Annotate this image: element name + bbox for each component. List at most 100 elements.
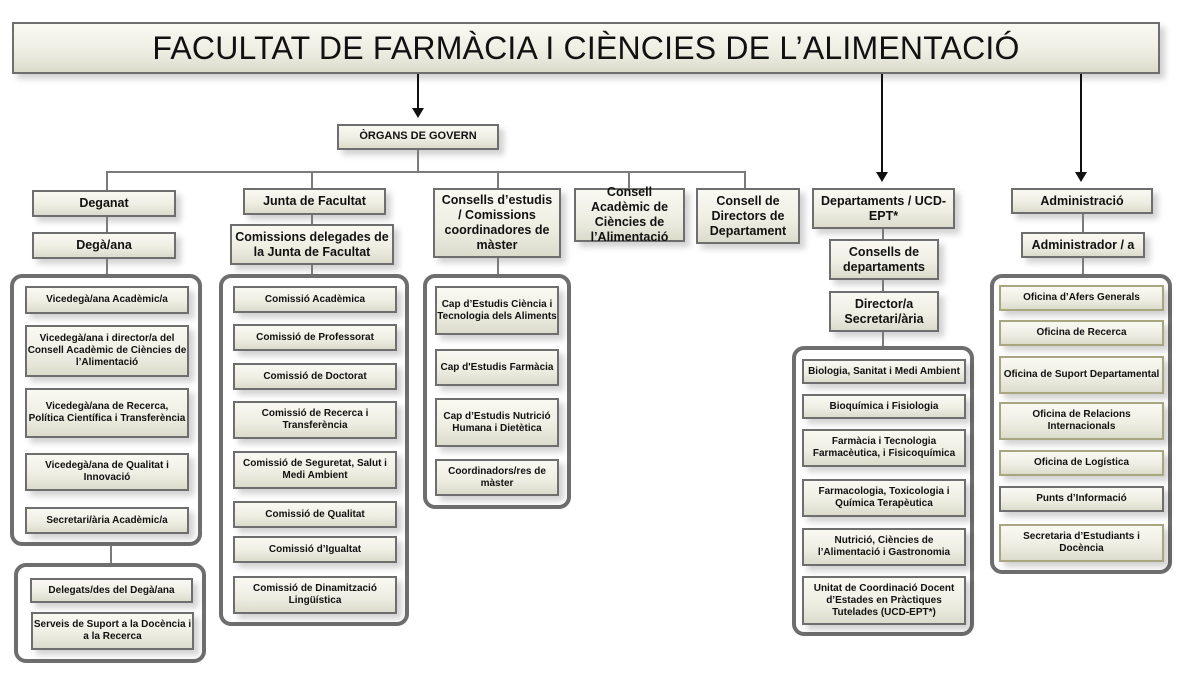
cap-estudis-item-label: Cap d'Estudis Farmàcia	[440, 361, 554, 373]
deganat-box[interactable]: Deganat	[32, 190, 176, 217]
departament-item-label: Farmàcia i Tecnologia Farmacèutica, i Fi…	[812, 436, 956, 459]
oficina-item-label: Oficina de Logística	[1033, 457, 1130, 468]
caps-estudis-group	[423, 274, 571, 509]
comissio-item-label: Comissió d’Igualtat	[268, 543, 362, 555]
consells-estudis-box[interactable]: Consells d’estudis / Comissions coordina…	[433, 188, 561, 258]
connector-consells-director	[882, 280, 884, 292]
connector-organs-down	[417, 150, 419, 172]
connector-deganat-dega	[106, 217, 108, 233]
comissio-item-label: Comissió de Doctorat	[263, 370, 367, 382]
faculty-title-text: FACULTAT DE FARMÀCIA I CIÈNCIES DE L’ALI…	[152, 29, 1020, 66]
comissions-group	[219, 274, 409, 626]
consell-directors-label: Consell de Directors de Departament	[709, 193, 787, 238]
support-item[interactable]: Serveis de Suport a la Docència i a la R…	[31, 612, 194, 650]
comissio-item[interactable]: Comissió de Doctorat	[233, 363, 397, 390]
comissio-item[interactable]: Comissió de Dinamització Lingüística	[233, 576, 397, 614]
departament-item-label: Biologia, Sanitat i Medi Ambient	[808, 365, 960, 377]
vicedega-item[interactable]: Vicedegà/ana Acadèmic/a	[25, 286, 189, 314]
comissio-item-label: Comissió Acadèmica	[264, 293, 366, 305]
cap-estudis-item[interactable]: Coordinadors/res de màster	[435, 459, 559, 496]
vicedega-item[interactable]: Vicedegà/ana de Qualitat i Innovació	[25, 453, 189, 491]
comissio-item[interactable]: Comissió de Recerca i Transferència	[233, 401, 397, 439]
vicedega-item[interactable]: Vicedegà/ana de Recerca, Política Cientí…	[25, 388, 189, 438]
administrador-box[interactable]: Administrador / a	[1021, 232, 1145, 258]
comissio-item[interactable]: Comissió de Qualitat	[233, 501, 397, 528]
vicedega-item-label: Vicedegà/ana de Qualitat i Innovació	[45, 460, 169, 483]
oficina-item[interactable]: Oficina de Relacions Internacionals	[999, 402, 1164, 440]
connector-dega-group	[106, 259, 108, 275]
oficina-item[interactable]: Secretaria d’Estudiants i Docència	[999, 524, 1164, 562]
connector-junta-comissions	[311, 215, 313, 225]
vicedega-item-label: Vicedegà/ana Acadèmic/a	[46, 294, 168, 305]
connector-consells-estudis-group	[497, 258, 499, 275]
junta-box[interactable]: Junta de Facultat	[243, 188, 386, 215]
departament-item-label: Farmacologia, Toxicologia i Química Tera…	[818, 486, 950, 509]
comissio-item[interactable]: Comissió d’Igualtat	[233, 536, 397, 563]
departament-item[interactable]: Farmacologia, Toxicologia i Química Tera…	[802, 479, 966, 517]
dega-label: Degà/ana	[76, 238, 132, 252]
cap-estudis-item[interactable]: Cap d’Estudis Ciència i Tecnologia dels …	[435, 286, 559, 335]
consells-departaments-box[interactable]: Consells de departaments	[829, 239, 939, 280]
cap-estudis-item-label: Coordinadors/res de màster	[448, 465, 546, 489]
dega-box[interactable]: Degà/ana	[32, 232, 176, 259]
administracio-label: Administració	[1040, 193, 1124, 208]
cap-estudis-item[interactable]: Cap d'Estudis Farmàcia	[435, 349, 559, 386]
comissio-item[interactable]: Comissió de Professorat	[233, 324, 397, 351]
departament-item[interactable]: Unitat de Coordinació Docent d’Estades e…	[802, 576, 966, 625]
connector-consell-directors	[744, 171, 746, 189]
departament-item[interactable]: Farmàcia i Tecnologia Farmacèutica, i Fi…	[802, 429, 966, 467]
departaments-box[interactable]: Departaments / UCD-EPT*	[812, 188, 955, 229]
arrow-to-departaments	[881, 74, 883, 174]
connector-comissions-group	[311, 265, 313, 275]
oficina-item-label: Oficina de Relacions Internacionals	[1032, 409, 1131, 432]
departament-item[interactable]: Biologia, Sanitat i Medi Ambient	[802, 359, 966, 384]
departament-item[interactable]: Nutrició, Ciències de l’Alimentació i Ga…	[802, 528, 966, 566]
comissions-delegades-label: Comissions delegades de la Junta de Facu…	[235, 229, 389, 259]
oficina-item[interactable]: Oficina de Recerca	[999, 320, 1164, 346]
support-item-label: Delegats/des del Degà/ana	[48, 584, 175, 596]
faculty-title: FACULTAT DE FARMÀCIA I CIÈNCIES DE L’ALI…	[12, 22, 1160, 74]
connector-administracio-administrador	[1082, 214, 1084, 233]
connector-organs-horizontal	[106, 171, 746, 173]
vicedega-item[interactable]: Vicedegà/ana i director/a del Consell Ac…	[25, 325, 189, 377]
consell-directors-box[interactable]: Consell de Directors de Departament	[696, 188, 800, 244]
oficina-item[interactable]: Oficina de Suport Departamental	[999, 356, 1164, 394]
vicedega-item-label: Vicedegà/ana i director/a del Consell Ac…	[27, 333, 187, 368]
cap-estudis-item-label: Cap d’Estudis Nutrició Humana i Dietètic…	[443, 410, 551, 434]
departament-item-label: Bioquímica i Fisiologia	[829, 400, 939, 412]
consells-departaments-label: Consells de departaments	[843, 244, 925, 274]
oficina-item-label: Oficina de Suport Departamental	[1003, 369, 1160, 380]
deganat-label: Deganat	[79, 196, 129, 210]
organs-govern-box[interactable]: ÒRGANS DE GOVERN	[337, 124, 499, 150]
departament-item[interactable]: Bioquímica i Fisiologia	[802, 394, 966, 419]
comissio-item[interactable]: Comissió Acadèmica	[233, 286, 397, 313]
departaments-group	[792, 346, 974, 636]
oficina-item-label: Punts d’Informació	[1036, 493, 1127, 504]
director-box[interactable]: Director/a Secretari/ària	[829, 291, 939, 332]
vicedega-item-label: Secretari/ària Acadèmic/a	[46, 514, 168, 526]
connector-administrador-group	[1082, 258, 1084, 275]
oficina-item-label: Oficina d’Afers Generals	[1023, 292, 1140, 303]
oficines-group	[990, 274, 1172, 574]
oficina-item[interactable]: Oficina d’Afers Generals	[999, 285, 1164, 311]
comissio-item-label: Comissió de Qualitat	[265, 508, 365, 520]
comissio-item-label: Comissió de Seguretat, Salut i Medi Ambi…	[243, 458, 387, 481]
oficina-item[interactable]: Punts d’Informació	[999, 486, 1164, 512]
support-item-label: Serveis de Suport a la Docència i a la R…	[33, 619, 192, 642]
oficina-item-label: Oficina de Recerca	[1036, 327, 1127, 338]
oficina-item[interactable]: Oficina de Logística	[999, 450, 1164, 476]
vicedega-item[interactable]: Secretari/ària Acadèmic/a	[25, 507, 189, 534]
comissions-delegades-box[interactable]: Comissions delegades de la Junta de Facu…	[230, 224, 394, 265]
connector-director-group	[882, 332, 884, 347]
departament-item-label: Unitat de Coordinació Docent d’Estades e…	[813, 582, 955, 618]
connector-consell-academic	[628, 171, 630, 189]
administracio-box[interactable]: Administració	[1011, 188, 1153, 214]
comissio-item[interactable]: Comissió de Seguretat, Salut i Medi Ambi…	[233, 451, 397, 489]
arrowhead-organs	[412, 108, 424, 118]
connector-junta	[311, 171, 313, 189]
vicedegans-group	[10, 274, 202, 546]
consell-academic-box[interactable]: Consell Acadèmic de Ciències de l’Alimen…	[574, 185, 685, 244]
support-item[interactable]: Delegats/des del Degà/ana	[30, 578, 193, 603]
cap-estudis-item[interactable]: Cap d’Estudis Nutrició Humana i Dietètic…	[435, 398, 559, 447]
junta-label: Junta de Facultat	[263, 194, 366, 208]
